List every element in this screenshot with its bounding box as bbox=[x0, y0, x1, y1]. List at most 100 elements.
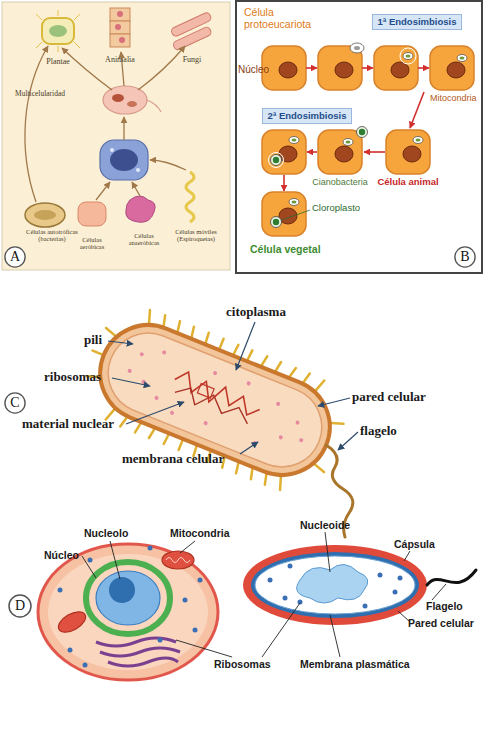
badge-circle bbox=[5, 393, 25, 413]
ribosome-dots bbox=[158, 638, 163, 643]
plant-cell-icon bbox=[36, 10, 80, 52]
part-label: Multicelularidad bbox=[15, 90, 65, 99]
aerobic-cell bbox=[78, 202, 106, 226]
engulfed-bacterium bbox=[400, 48, 416, 64]
engulfed-bacterium bbox=[354, 46, 360, 50]
mitochondria bbox=[166, 558, 190, 563]
nuclear-material bbox=[197, 384, 214, 399]
leader-lines bbox=[262, 603, 300, 657]
part-label: Pared celular bbox=[408, 617, 474, 629]
animal-cells-icon bbox=[110, 8, 130, 21]
ribosome-dots bbox=[363, 604, 368, 609]
panel-b bbox=[374, 46, 418, 90]
evolution-arrows bbox=[96, 182, 110, 200]
banner-text: 2ª Endosimbiosis bbox=[267, 111, 346, 121]
process-arrows bbox=[410, 92, 424, 128]
process-arrows bbox=[364, 151, 385, 153]
engulfed-bacterium bbox=[350, 43, 364, 53]
leader-lines bbox=[432, 584, 446, 600]
endoplasmic-envelope bbox=[86, 562, 170, 634]
part-label: pared celular bbox=[352, 390, 426, 405]
part-label: Células móviles (Espiroquetas) bbox=[170, 228, 222, 243]
ribosome-dots bbox=[127, 368, 132, 373]
plant-cell-icon bbox=[49, 25, 67, 37]
ancestral-cell bbox=[103, 86, 147, 114]
evolution-arrows bbox=[132, 182, 140, 196]
ribosome-dots bbox=[58, 546, 203, 668]
badge-circle bbox=[5, 247, 25, 267]
ribosome-dots bbox=[88, 558, 93, 563]
mitochondria bbox=[55, 551, 194, 636]
part-label: Mitocondria bbox=[430, 93, 477, 103]
panel-badge: A bbox=[4, 246, 26, 268]
host-cell bbox=[136, 168, 140, 172]
ribosome-dots bbox=[183, 598, 188, 603]
leader-lines bbox=[404, 551, 410, 561]
panel-b bbox=[386, 130, 430, 174]
prokaryote-illustration bbox=[243, 545, 427, 625]
ribosome-dots bbox=[288, 564, 293, 569]
panel-b bbox=[343, 139, 353, 146]
panel-b bbox=[403, 53, 413, 60]
aerobic-cell bbox=[78, 202, 106, 226]
plant-cell-icon bbox=[36, 10, 80, 52]
panel-b bbox=[271, 217, 282, 228]
part-label: Cianobacteria bbox=[312, 177, 368, 187]
ribosome-dots bbox=[246, 381, 251, 386]
ribosome-dots bbox=[154, 395, 159, 400]
part-label: Núcleo bbox=[44, 549, 79, 561]
panel-b bbox=[357, 127, 368, 138]
animal-cells-icon bbox=[110, 8, 130, 47]
ribosome-dots bbox=[212, 370, 217, 375]
ancestral-cell bbox=[127, 101, 137, 107]
ribosome-dots bbox=[198, 578, 203, 583]
leader-lines bbox=[110, 541, 120, 579]
spirochete-cell bbox=[186, 172, 194, 222]
part-label: Plantae bbox=[46, 57, 70, 66]
host-cell bbox=[100, 140, 148, 180]
stage-banner: 1ª Endosimbiosis bbox=[372, 14, 462, 30]
part-label: Nucleolo bbox=[84, 527, 128, 539]
process-arrows bbox=[362, 67, 373, 69]
panel-b bbox=[457, 55, 467, 62]
leader-arrows bbox=[112, 378, 150, 386]
ribosome-dots bbox=[268, 578, 273, 583]
panel-b bbox=[289, 199, 299, 206]
ribosome-dots bbox=[118, 338, 316, 464]
leader-lines bbox=[180, 541, 195, 553]
part-label: Células anaeróbicas bbox=[121, 232, 167, 247]
ribosome-dots bbox=[148, 546, 153, 551]
part-label: pili bbox=[84, 333, 102, 348]
host-cell bbox=[110, 149, 138, 171]
eukaryote-illustration bbox=[48, 554, 208, 670]
evolution-arrows bbox=[123, 117, 124, 140]
process-arrows bbox=[418, 67, 429, 69]
cell-wall bbox=[86, 311, 344, 490]
badge-letter: B bbox=[460, 250, 469, 264]
flagellum bbox=[427, 570, 476, 585]
cell-membrane bbox=[96, 321, 334, 479]
part-label: Fungi bbox=[183, 55, 202, 64]
part-label: Ribosomas bbox=[214, 658, 271, 670]
ribosome-dots bbox=[268, 564, 403, 609]
badge-circle bbox=[9, 595, 31, 617]
part-label: Cloroplasto bbox=[312, 203, 360, 214]
endoplasmic-reticulum bbox=[96, 638, 180, 666]
plant-cell-icon bbox=[42, 18, 74, 44]
mitochondria bbox=[162, 551, 194, 569]
panel-b bbox=[262, 130, 306, 174]
part-label: Flagelo bbox=[426, 600, 463, 612]
part-label: Cápsula bbox=[394, 538, 435, 550]
host-cell bbox=[100, 140, 148, 180]
panel-b bbox=[318, 130, 362, 174]
evolution-arrows bbox=[138, 46, 185, 90]
leader-arrows bbox=[338, 432, 358, 450]
leader-arrows bbox=[108, 322, 358, 454]
panel-b bbox=[430, 46, 474, 90]
panel-b bbox=[236, 1, 482, 273]
leader-lines bbox=[330, 615, 340, 657]
part-label: Células autotróficas (bacterias) bbox=[25, 228, 79, 243]
ribosome-dots bbox=[169, 410, 174, 415]
animal-cells-icon bbox=[119, 37, 125, 43]
